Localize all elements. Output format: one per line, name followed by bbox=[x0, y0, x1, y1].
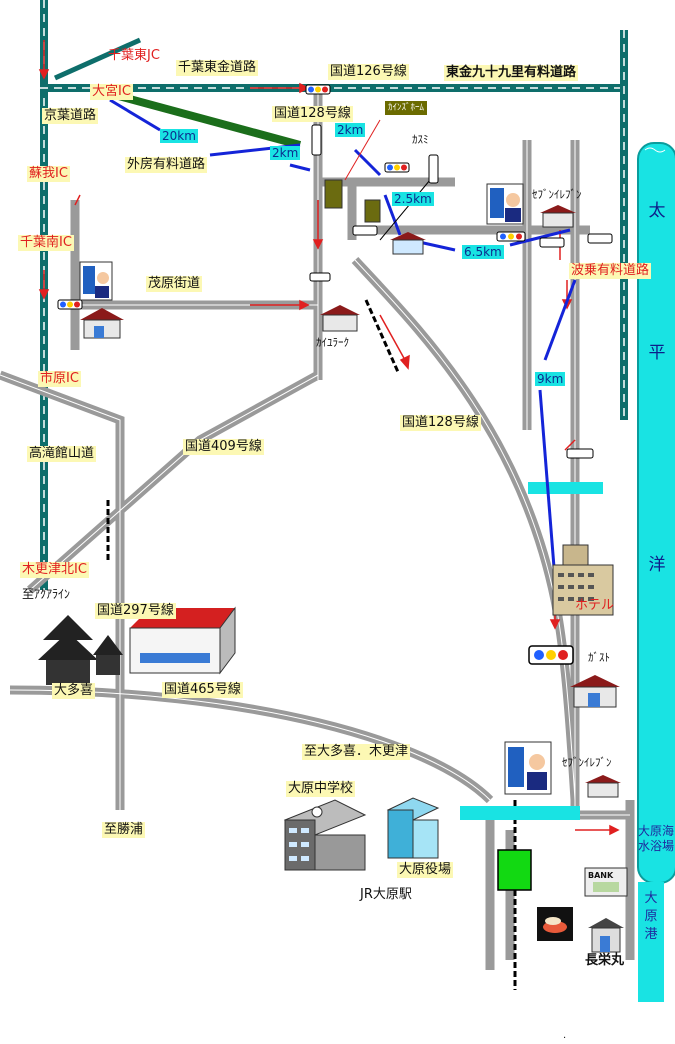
ic-kisarazu-kita: 木更津北IC bbox=[20, 562, 89, 578]
road-route128-mid: 国道128号線 bbox=[400, 415, 481, 431]
place-otaki: 大多喜 bbox=[52, 683, 96, 699]
road-keiyo: 京葉道路 bbox=[42, 108, 99, 124]
distance-2km-b: 2km bbox=[270, 146, 301, 160]
place-to-katsuura: 至勝浦 bbox=[102, 822, 146, 838]
place-jr-ohara-station: JR大原駅 bbox=[360, 887, 412, 902]
footer-dot: . bbox=[563, 1030, 567, 1041]
place-ohara-town-office: 大原役場 bbox=[397, 862, 454, 878]
ic-ichihara: 市原IC bbox=[38, 371, 81, 387]
road-hasamiari: 波乗有料道路 bbox=[569, 263, 652, 279]
road-route409: 国道409号線 bbox=[183, 439, 264, 455]
ocean-char-1: 太 bbox=[648, 201, 666, 221]
jr-station-marker bbox=[497, 849, 532, 891]
ic-soga: 蘇我IC bbox=[27, 166, 70, 182]
place-gusto: ｶﾞｽﾄ bbox=[588, 651, 610, 664]
road-route465: 国道465号線 bbox=[162, 682, 243, 698]
road-route297: 国道297号線 bbox=[95, 603, 176, 619]
sotobo-toll-road bbox=[113, 91, 302, 149]
distance-6-5km: 6.5km bbox=[462, 245, 504, 259]
traffic-signals bbox=[57, 84, 613, 665]
road-takataki: 高滝館山道 bbox=[27, 446, 97, 462]
place-hotel: ホテル bbox=[575, 598, 615, 613]
ic-omiya: 大宮IC bbox=[90, 84, 133, 100]
road-chiba-togane: 千葉東金道路 bbox=[176, 60, 259, 76]
place-to-aqualine: 至ｱｸｱﾗｲﾝ bbox=[22, 587, 71, 601]
place-kainzu-home: ｶｲﾝｽﾞﾎｰﾑ bbox=[385, 101, 428, 115]
ocean-char-3: 洋 bbox=[648, 555, 666, 575]
pacific-ocean bbox=[637, 142, 675, 884]
ic-chiba-higashi-jc: 千葉東JC bbox=[108, 48, 160, 63]
railway bbox=[106, 299, 517, 990]
river-lower bbox=[460, 806, 580, 820]
distance-lines bbox=[109, 98, 577, 581]
ic-chiba-minami: 千葉南IC bbox=[18, 235, 74, 251]
road-mobara-kaido: 茂原街道 bbox=[146, 276, 203, 292]
place-seven-eleven-top: ｾﾌﾞﾝｲﾚﾌﾞﾝ bbox=[532, 188, 582, 201]
place-ohara-junior-high: 大原中学校 bbox=[286, 781, 356, 797]
road-route128-top: 国道128号線 bbox=[272, 106, 353, 122]
distance-2-5km: 2.5km bbox=[392, 192, 434, 206]
place-kasumi: ｶｽﾐ bbox=[412, 133, 429, 146]
ohara-port-water bbox=[638, 882, 664, 1002]
distance-9km: 9km bbox=[535, 372, 566, 386]
place-ohara-beach: 大原海水浴場 bbox=[638, 824, 675, 853]
road-sotobo: 外房有料道路 bbox=[125, 157, 208, 173]
road-togane-kujukuri: 東金九十九里有料道路 bbox=[444, 65, 579, 81]
place-seven-eleven-bottom: ｾﾌﾞﾝｲﾚﾌﾞﾝ bbox=[562, 756, 612, 769]
place-kaiyurk: ｶｲﾕﾗｰｸ bbox=[316, 336, 349, 349]
place-ohara-port: 大原港 bbox=[644, 891, 658, 942]
ocean-char-2: 平 bbox=[648, 343, 666, 363]
buildings bbox=[38, 179, 628, 953]
place-bank: BANK bbox=[588, 871, 614, 880]
road-route126: 国道126号線 bbox=[328, 64, 409, 80]
distance-2km-a: 2km bbox=[335, 123, 366, 137]
place-to-otaki-kisarazu: 至大多喜．木更津 bbox=[302, 744, 411, 760]
distance-20km: 20km bbox=[160, 129, 198, 143]
place-chouei-maru: 長栄丸 bbox=[585, 953, 625, 968]
river-upper bbox=[528, 482, 603, 494]
